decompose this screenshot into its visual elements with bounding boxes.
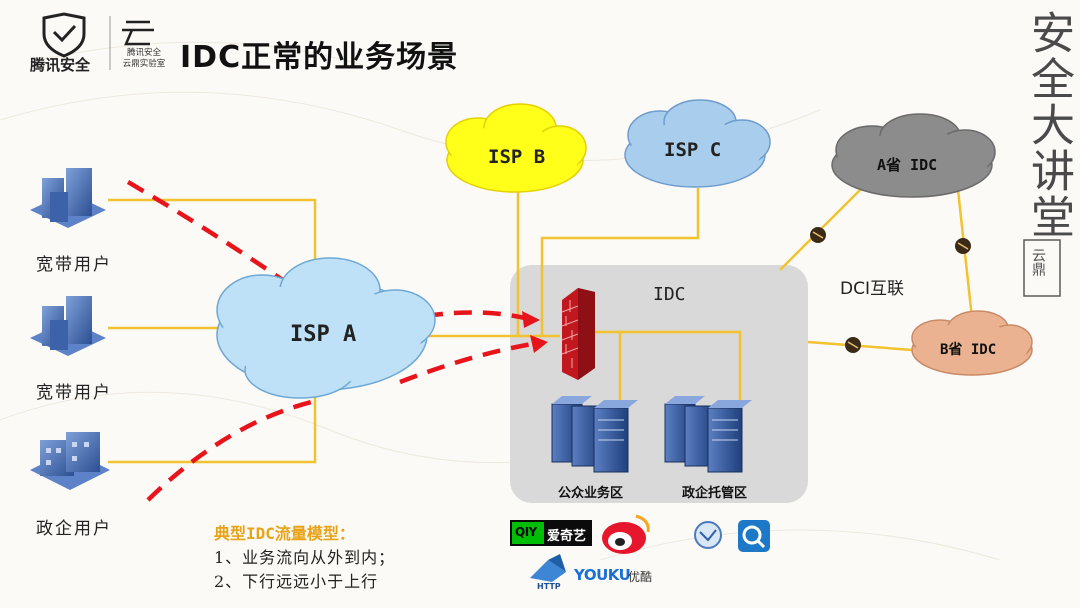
public-zone-servers-icon xyxy=(551,396,638,473)
dci-label: DCI互联 xyxy=(840,279,904,299)
traffic-model-title: 典型IDC流量模型： xyxy=(214,524,355,543)
side-banner-seal-text: 云鼎 xyxy=(1030,248,1046,276)
traffic-model-item-2: 2、下行远远小于上行 xyxy=(214,572,379,591)
connection-lines xyxy=(108,187,974,464)
youku-cn-text: 优酷 xyxy=(628,570,653,584)
zone-public-label: 公众业务区 xyxy=(558,486,624,501)
iqiyi-logo-icon xyxy=(510,520,592,546)
broadband-user-2-building-icon xyxy=(30,296,106,356)
isp-c-label: ISP C xyxy=(664,139,722,161)
search-app-icon xyxy=(738,520,770,552)
zone-gov-label: 政企托管区 xyxy=(682,486,748,501)
http-logo-icon xyxy=(530,554,566,582)
idc-label: IDC xyxy=(653,284,686,305)
side-banner-text: 安全大讲堂 xyxy=(1023,10,1074,240)
prov-b-cloud xyxy=(911,310,1033,376)
arrow-heads xyxy=(522,311,548,353)
prov-a-cloud xyxy=(831,113,996,198)
page-title: IDC正常的业务场景 xyxy=(180,40,459,75)
isp-a-label: ISP A xyxy=(290,322,357,347)
prov-b-label: B省 IDC xyxy=(940,342,997,358)
weibo-logo-icon xyxy=(602,514,650,554)
dci-connectors xyxy=(810,227,971,353)
iqiyi-badge-text: QIY xyxy=(515,525,537,539)
broadband-user-1-building-icon xyxy=(30,168,106,228)
logo-sub-text: 腾讯安全 云鼎实验室 xyxy=(116,48,172,70)
firewall-icon xyxy=(561,288,595,380)
mail-app-icon xyxy=(694,521,722,549)
gov-zone-servers-icon xyxy=(664,396,752,473)
logo-main-text: 腾讯安全 xyxy=(30,56,91,74)
isp-c-cloud xyxy=(624,99,771,188)
gov-user-building-icon xyxy=(30,432,110,490)
logo-sub-line1: 腾讯安全 xyxy=(126,48,161,58)
banner-seal-icon xyxy=(1023,239,1061,297)
http-text: HTTP xyxy=(537,582,561,591)
isp-a-cloud xyxy=(216,257,436,399)
user-label-gov: 政企用户 xyxy=(36,519,112,539)
user-label-broadband-2: 宽带用户 xyxy=(36,383,112,403)
isp-b-cloud xyxy=(445,103,587,193)
user-label-broadband-1: 宽带用户 xyxy=(36,255,112,275)
yunding-lab-icon xyxy=(122,20,154,46)
iqiyi-name-text: 爱奇艺 xyxy=(547,529,587,544)
logo-sub-line2: 云鼎实验室 xyxy=(122,59,166,69)
youku-text: YOUKU xyxy=(574,566,631,584)
prov-a-label: A省 IDC xyxy=(877,156,938,174)
traffic-arrows xyxy=(126,180,533,502)
isp-b-label: ISP B xyxy=(488,146,546,168)
tencent-shield-icon xyxy=(42,12,86,58)
traffic-model-item-1: 1、业务流向从外到内； xyxy=(214,548,396,567)
